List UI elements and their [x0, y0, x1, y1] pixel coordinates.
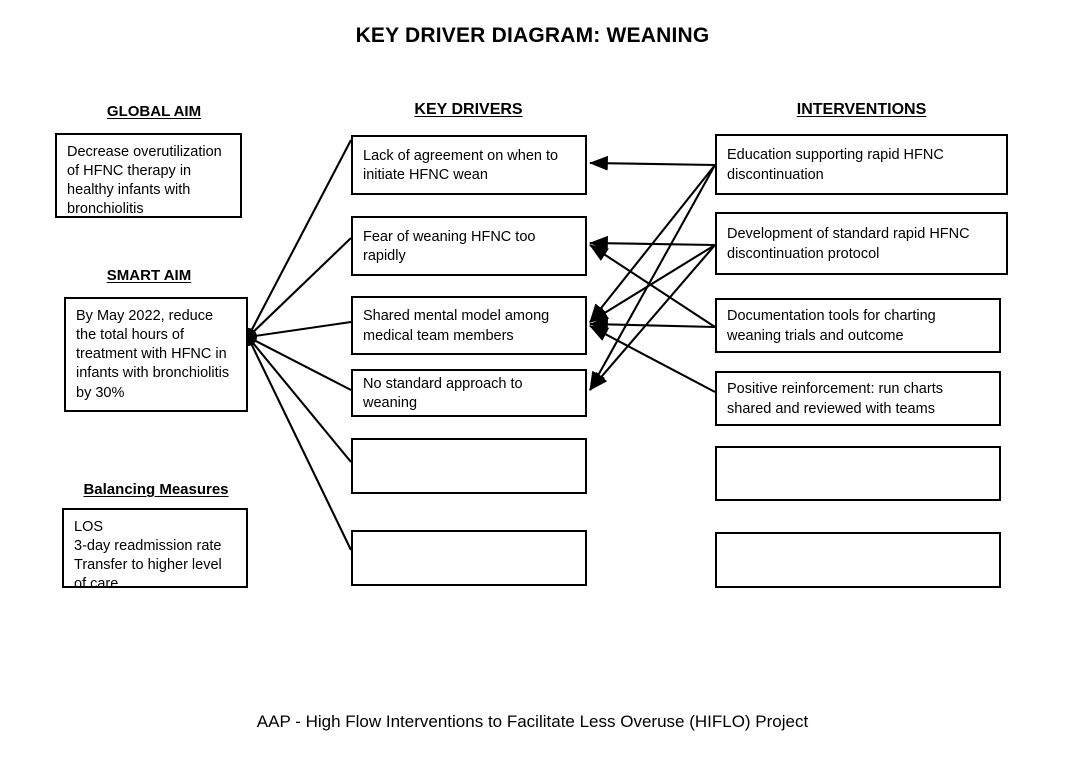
smart-aim-box: By May 2022, reduce the total hours of t… — [64, 297, 248, 412]
balancing-measures-heading: Balancing Measures — [83, 481, 229, 498]
intervention-4-connectors — [589, 325, 716, 393]
key-driver-box-2: Fear of weaning HFNC too rapidly — [351, 216, 587, 276]
intervention-1-connectors — [588, 155, 716, 391]
key-driver-box-5 — [351, 438, 587, 494]
page-title: KEY DRIVER DIAGRAM: WEANING — [355, 24, 710, 47]
key-driver-box-4: No standard approach to weaning — [351, 369, 587, 417]
interventions-heading: INTERVENTIONS — [796, 101, 927, 118]
intervention-box-1: Education supporting rapid HFNC disconti… — [715, 134, 1008, 195]
footer-attribution: AAP - High Flow Interventions to Facilit… — [256, 712, 809, 731]
key-driver-box-3: Shared mental model among medical team m… — [351, 296, 587, 355]
global-aim-heading: GLOBAL AIM — [106, 103, 202, 120]
intervention-box-3: Documentation tools for charting weaning… — [715, 298, 1001, 353]
aim-to-driver-fan — [247, 139, 352, 551]
key-driver-box-6 — [351, 530, 587, 586]
key-driver-box-1: Lack of agreement on when to initiate HF… — [351, 135, 587, 195]
intervention-box-2: Development of standard rapid HFNC disco… — [715, 212, 1008, 275]
intervention-box-6 — [715, 532, 1001, 588]
smart-aim-heading: SMART AIM — [106, 267, 192, 284]
global-aim-box: Decrease overutilization of HFNC therapy… — [55, 133, 242, 218]
key-drivers-heading: KEY DRIVERS — [414, 101, 523, 118]
intervention-box-4: Positive reinforcement: run charts share… — [715, 371, 1001, 426]
balancing-measures-box: LOS 3-day readmission rate Transfer to h… — [62, 508, 248, 592]
intervention-3-connectors — [588, 244, 716, 332]
intervention-box-5 — [715, 446, 1001, 501]
intervention-2-connectors — [588, 235, 716, 391]
